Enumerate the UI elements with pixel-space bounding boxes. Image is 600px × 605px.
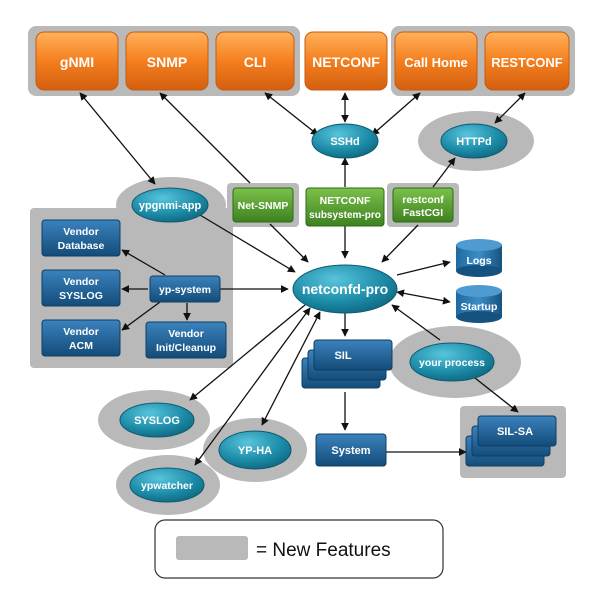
legend-gray-swatch	[176, 536, 248, 560]
syslog-label: SYSLOG	[134, 415, 180, 427]
arrow-restconf-httpd	[494, 92, 526, 124]
sil-sa-stack: SIL-SA	[465, 415, 557, 467]
vendor-database-line1: Vendor	[63, 226, 99, 238]
sil-sa-label: SIL-SA	[497, 426, 533, 438]
system-label: System	[331, 445, 370, 457]
arrow-yourprocess-silsa	[474, 377, 519, 413]
protocol-callhome-label: Call Home	[404, 55, 468, 70]
bridge-restconf-line1: restconf	[402, 194, 444, 206]
bridge-netsnmp: Net-SNMP	[232, 187, 294, 223]
vendor-init-line1: Vendor	[168, 328, 204, 340]
bridge-netconf-sub-line1: NETCONF	[320, 195, 371, 207]
your-process-label: your process	[419, 357, 485, 369]
bridge-netconf-sub-line2: subsystem-pro	[309, 210, 381, 221]
arrow-core-logs	[396, 259, 451, 276]
yp-system-label: yp-system	[159, 284, 211, 296]
ypwatcher-ellipse: ypwatcher	[129, 467, 205, 503]
server-ypgnmi: ypgnmi-app	[131, 187, 209, 223]
protocol-snmp-label: SNMP	[147, 54, 187, 70]
bridge-restconf-fastcgi: restconf FastCGI	[392, 187, 454, 223]
vendor-database: Vendor Database	[41, 219, 121, 257]
server-sshd: SSHd	[311, 123, 379, 159]
protocol-restconf-label: RESTCONF	[491, 55, 563, 70]
arrow-ypsystem-vendoracm	[121, 301, 161, 331]
legend-text: = New Features	[256, 540, 391, 561]
core-netconfd-pro: netconfd-pro	[292, 264, 398, 314]
system-box: System	[315, 433, 387, 467]
sil-label: SIL	[334, 350, 351, 362]
arrow-core-startup	[396, 289, 451, 305]
arrow-gnmi-ypgnmi	[79, 92, 156, 185]
ypha-label: YP-HA	[238, 445, 272, 457]
connector-arrows	[79, 92, 526, 466]
store-logs: Logs	[456, 239, 502, 277]
protocol-snmp: SNMP	[125, 31, 209, 91]
arrow-callhome-sshd	[371, 92, 421, 136]
arrow-httpd-restconf	[432, 157, 456, 188]
store-startup-label: Startup	[461, 301, 498, 313]
ypha-ellipse: YP-HA	[218, 430, 292, 470]
arrow-ypsystem-vendordb	[121, 249, 166, 276]
protocol-gnmi: gNMI	[35, 31, 119, 91]
server-httpd-label: HTTPd	[456, 136, 491, 148]
vendor-syslog-line2: SYSLOG	[59, 290, 103, 302]
vendor-database-line2: Database	[58, 240, 105, 252]
vendor-init-line2: Init/Cleanup	[156, 342, 216, 354]
vendor-acm-line2: ACM	[69, 340, 93, 352]
server-sshd-label: SSHd	[330, 136, 359, 148]
server-ypgnmi-label: ypgnmi-app	[139, 200, 202, 212]
yp-system: yp-system	[149, 275, 221, 303]
protocol-cli-label: CLI	[244, 54, 267, 70]
store-logs-label: Logs	[466, 255, 491, 267]
arrow-netsnmp-core	[269, 223, 309, 263]
vendor-syslog-line1: Vendor	[63, 276, 99, 288]
arrow-core-yourprocess	[391, 304, 441, 341]
arrow-core-ypwatcher	[194, 307, 311, 466]
ypwatcher-label: ypwatcher	[141, 480, 193, 492]
arrow-snmp-netsnmp	[159, 92, 251, 184]
arrow-restconf-core	[381, 224, 419, 263]
your-process: your process	[409, 342, 495, 382]
legend: = New Features	[154, 519, 444, 579]
core-label: netconfd-pro	[302, 281, 388, 297]
protocol-callhome: Call Home	[394, 31, 478, 91]
bridge-restconf-line2: FastCGI	[403, 207, 443, 219]
arrow-ypgnmi-core	[199, 214, 296, 273]
arrow-cli-sshd	[264, 92, 319, 136]
vendor-acm: Vendor ACM	[41, 319, 121, 357]
bridge-netsnmp-label: Net-SNMP	[238, 200, 289, 212]
protocol-gnmi-label: gNMI	[60, 54, 94, 70]
vendor-init-cleanup: Vendor Init/Cleanup	[145, 321, 227, 359]
protocol-cli: CLI	[215, 31, 295, 91]
protocol-netconf-label: NETCONF	[312, 54, 380, 70]
bridge-netconf-subsystem: NETCONF subsystem-pro	[305, 187, 385, 227]
store-startup: Startup	[456, 285, 502, 323]
sil-stack: SIL	[301, 339, 393, 389]
vendor-syslog: Vendor SYSLOG	[41, 269, 121, 307]
syslog-ellipse: SYSLOG	[119, 402, 195, 438]
vendor-acm-line1: Vendor	[63, 326, 99, 338]
protocol-netconf: NETCONF	[304, 31, 388, 91]
server-httpd: HTTPd	[440, 123, 508, 159]
protocol-restconf: RESTCONF	[484, 31, 570, 91]
